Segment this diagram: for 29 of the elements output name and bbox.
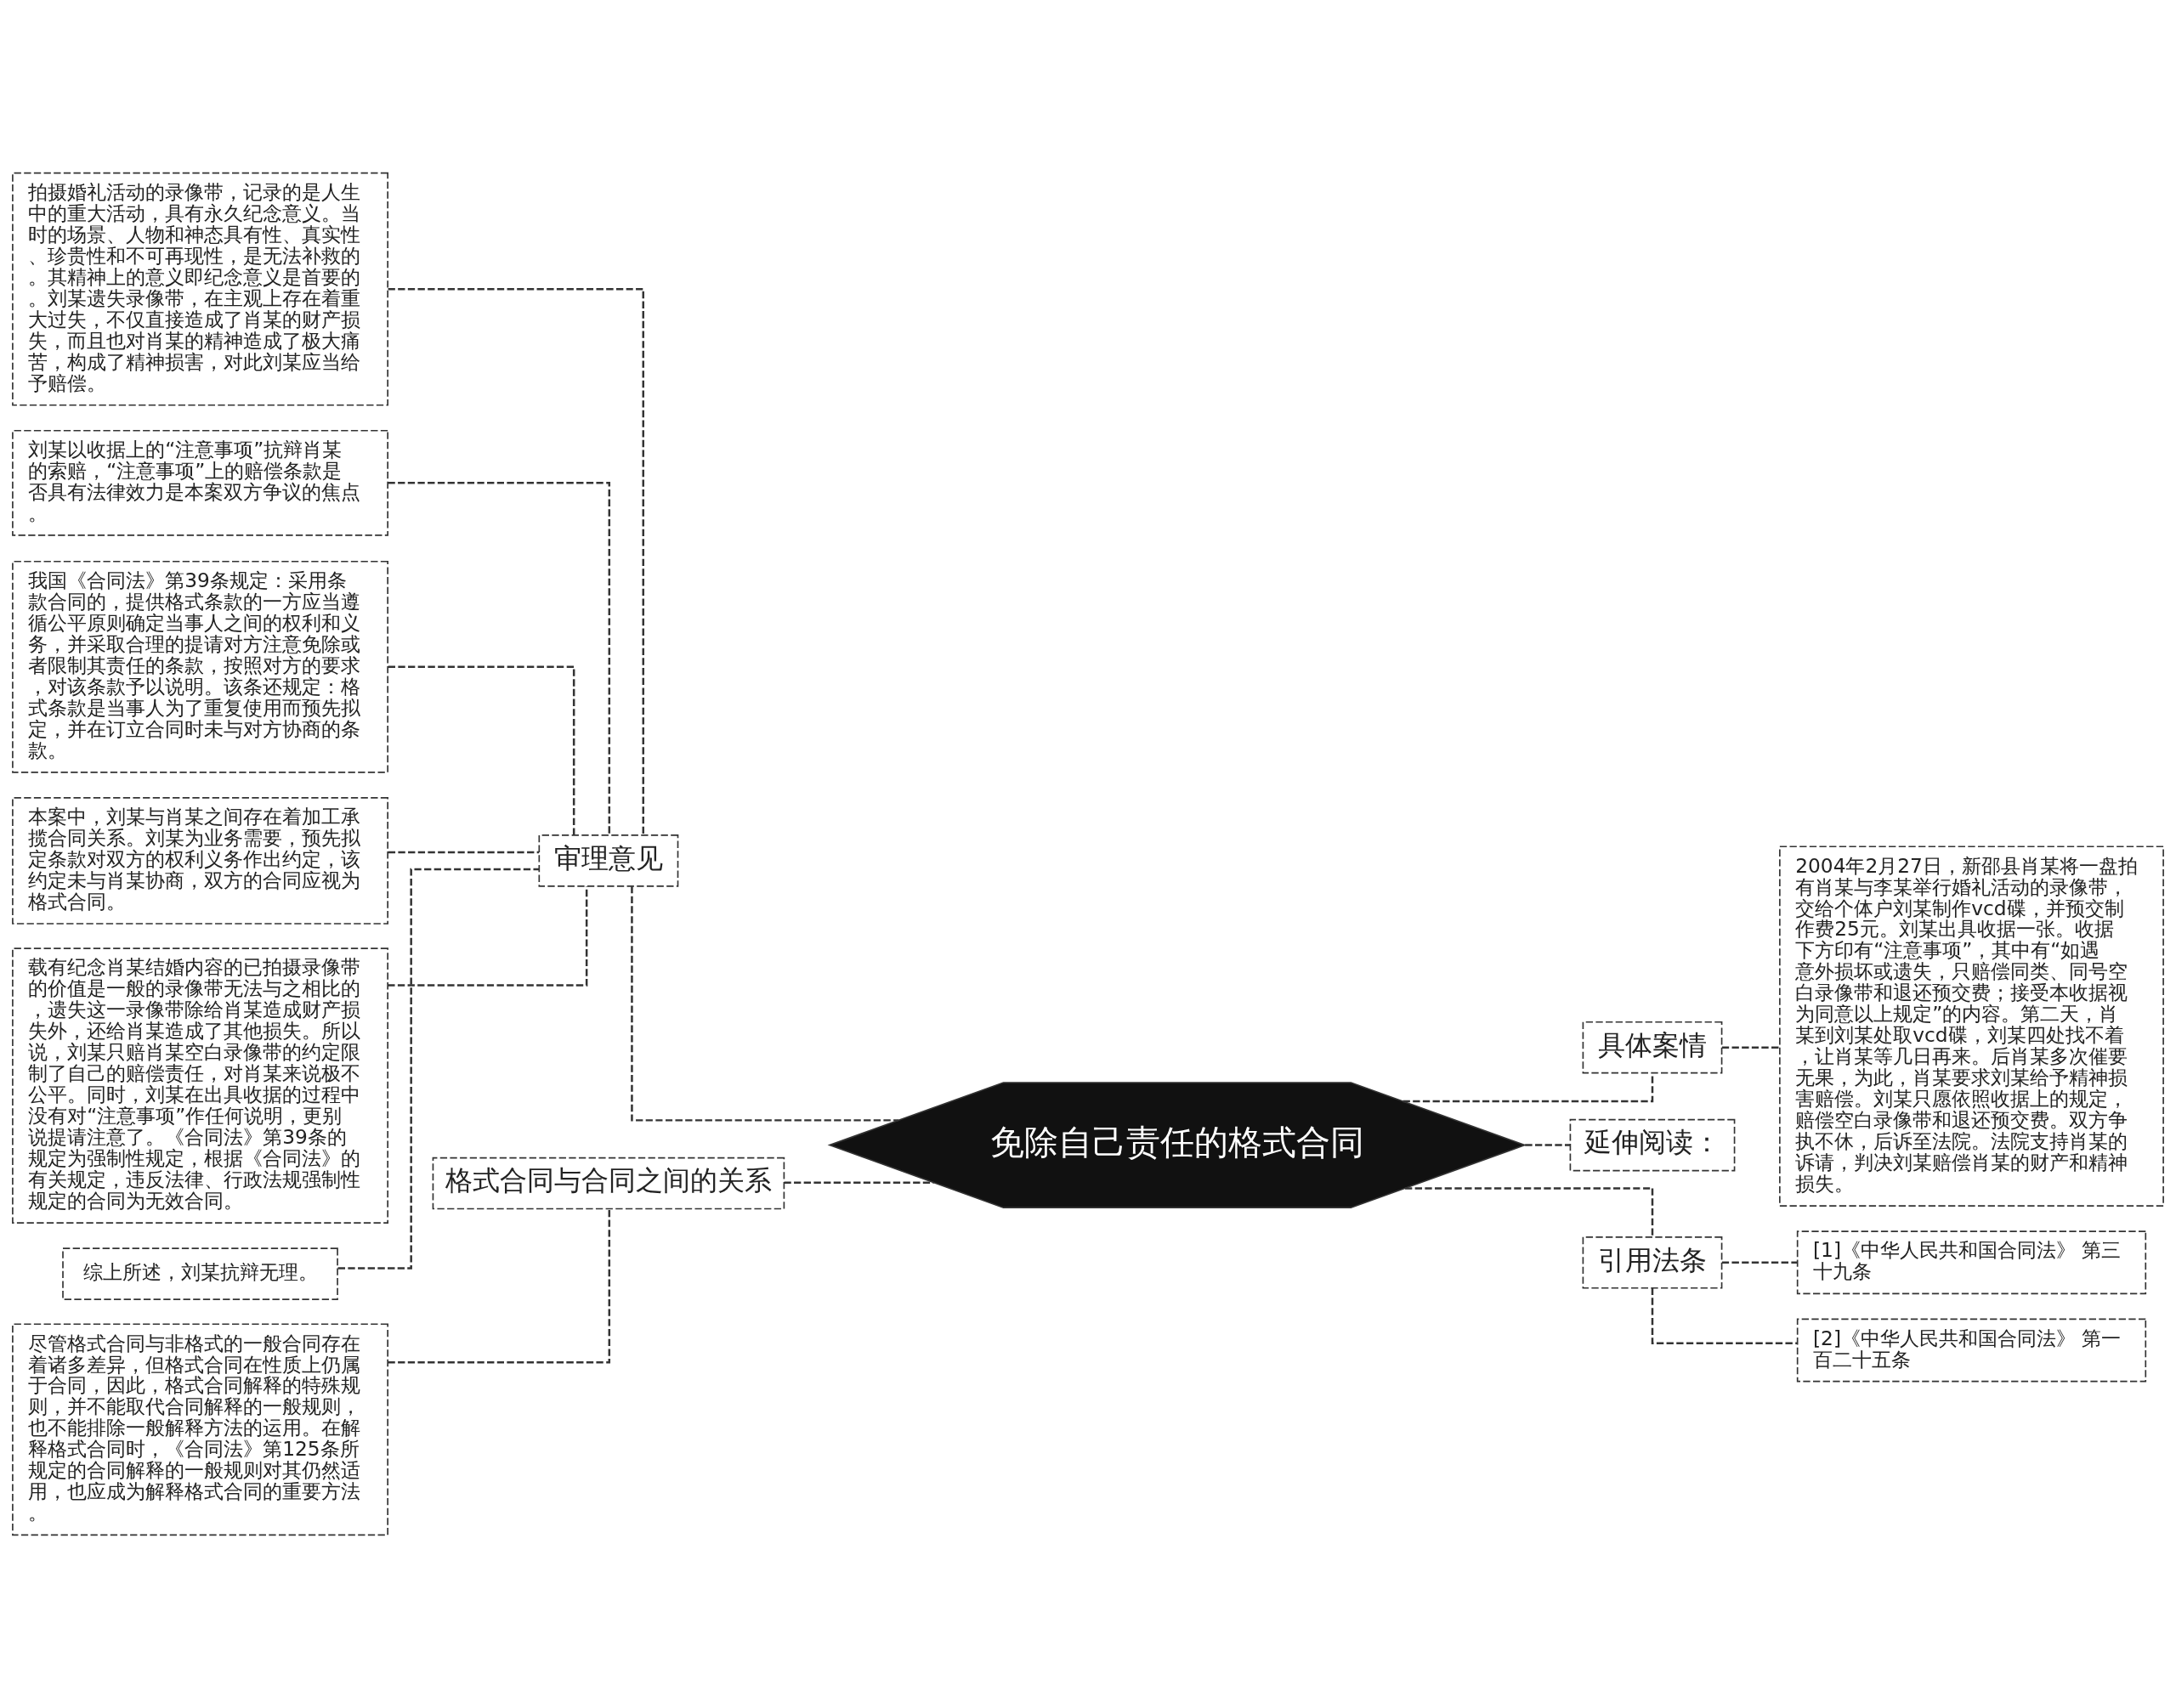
node-box: 2004年2月27日，新邵县肖某将一盘拍有肖某与李某举行婚礼活动的录像带，交给个体户刘某制作vcd碟，并预交制作费25元。刘某出具收据一张。收据下方印有“注意事项”，其中有“如遇意外损坏或遗失，只赔偿同类、同号空白录像带和退还预交费；接受本收据视为同意以上规定”的内容。第二天，肖某到刘某处取vcd碟，刘某四处找不着，让肖某等几日再来。后肖某多次催要无果，为此，肖某要求刘某给予精神损害赔偿。刘某只愿依照收据上的规定，赔偿空白录像带和退还预交费。双方争执不休，后诉至法院。法院支持肖某的诉请，判决刘某赔偿肖某的财产和精神损失。 xyxy=(1779,846,2164,1207)
node-box: 拍摄婚礼活动的录像带，记录的是人生中的重大活动，具有永久纪念意义。当时的场景、人物和神态具有性、真实性、珍贵性和不可再现性，是无法补救的。其精神上的意义即纪念意义是首要的。刘某遗失录像带，在主观上存在着重大过失，不仅直接造成了肖某的财产损失，而且也对肖某的精神造成了极大痛苦，构成了精神损害，对此刘某应当给予赔偿。 xyxy=(12,172,388,406)
connector xyxy=(388,665,575,835)
node-box: 审理意见 xyxy=(538,834,679,887)
node-box: 延伸阅读： xyxy=(1569,1118,1736,1172)
node-box: 格式合同与合同之间的关系 xyxy=(432,1157,785,1210)
connector xyxy=(388,886,588,987)
connector xyxy=(388,287,644,835)
connector xyxy=(631,886,899,1122)
connector xyxy=(1525,1144,1571,1146)
node-box: 具体案情 xyxy=(1582,1021,1723,1074)
node-box: 刘某以收据上的“注意事项”抗辩肖某的索赔，“注意事项”上的赔偿条款是否具有法律效力是本案双方争议的焦点。 xyxy=(12,429,388,536)
connector xyxy=(337,868,540,1270)
connector xyxy=(388,851,540,854)
node-box: 尽管格式合同与非格式的一般合同存在着诸多差异，但格式合同在性质上仍属于合同，因此，格式合同解释的特殊规则，并不能取代合同解释的一般规则，也不能排除一般解释方法的运用。在解释格式合同时，《合同法》第125条所规定的合同解释的一般规则对其仍然适用，也应成为解释格式合同的重要方法。 xyxy=(12,1323,388,1536)
node-box: [2]《中华人民共和国合同法》 第一百二十五条 xyxy=(1796,1318,2147,1383)
node-box: 我国《合同法》第39条规定：采用条款合同的，提供格式条款的一方应当遵循公平原则确定当事人之间的权利和义务，并采取合理的提请对方注意免除或者限制其责任的条款，按照对方的要求，对该条款予以说明。该条还规定：格式条款是当事人为了重复使用而预先拟定，并在订立合同时未与对方协商的条款。 xyxy=(12,560,388,773)
connector xyxy=(1651,1287,1798,1344)
connector xyxy=(784,1181,934,1185)
connector xyxy=(1405,1187,1654,1237)
node-box: 综上所述，刘某抗辩无理。 xyxy=(62,1247,338,1300)
connector xyxy=(1721,1046,1780,1049)
node-box: 载有纪念肖某结婚内容的已拍摄录像带的价值是一般的录像带无法与之相比的，遗失这一录像带除给肖某造成财产损失外，还给肖某造成了其他损失。所以说，刘某只赔肖某空白录像带的约定限制了自己的赔偿责任，对肖某来说极不公平。同时，刘某在出具收据的过程中没有对“注意事项”作任何说明，更别说提请注意了。《合同法》第39条的规定为强制性规定，根据《合同法》的有关规定，违反法律、行政法规强制性规定的合同为无效合同。 xyxy=(12,947,388,1224)
connector xyxy=(388,1208,611,1364)
node-box: 本案中，刘某与肖某之间存在着加工承揽合同关系。刘某为业务需要，预先拟定条款对双方的权利义务作出约定，该约定未与肖某协商，双方的合同应视为格式合同。 xyxy=(12,796,388,925)
connector xyxy=(388,482,611,835)
node-box: 引用法条 xyxy=(1582,1236,1723,1289)
connector xyxy=(1721,1261,1798,1264)
node-box: [1]《中华人民共和国合同法》 第三十九条 xyxy=(1796,1230,2147,1295)
